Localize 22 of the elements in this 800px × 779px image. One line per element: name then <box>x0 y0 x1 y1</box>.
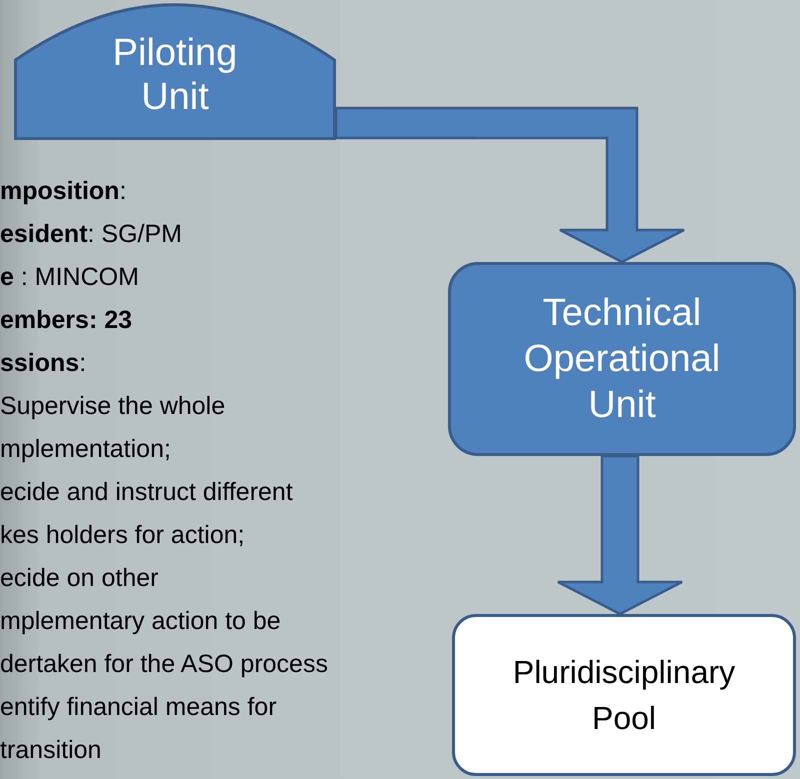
block-arrow <box>334 106 686 264</box>
text-line: entify financial means for <box>0 692 278 723</box>
text-line: mplementary action to be <box>0 606 282 637</box>
process-box <box>452 614 796 776</box>
text-line: mplementation; <box>0 434 172 465</box>
node-label: Pluridisciplinary Pool <box>512 653 736 738</box>
dome-shape <box>14 2 336 140</box>
block-arrow <box>556 454 684 616</box>
text-line: dertaken for the ASO process <box>0 649 328 680</box>
process-box <box>448 262 796 456</box>
text-line: e : MINCOM <box>0 262 140 293</box>
text-line: transition <box>0 735 102 766</box>
text-line: esident: SG/PM <box>0 219 183 250</box>
text-line: ecide on other <box>0 563 160 594</box>
text-line: embers: 23 <box>0 305 134 336</box>
text-line: Supervise the whole <box>0 391 226 422</box>
node-label: Piloting Unit <box>112 31 238 119</box>
node-label: Technical Operational Unit <box>522 291 722 428</box>
text-line: ssions: <box>0 348 88 379</box>
text-line: mposition: <box>0 176 128 207</box>
text-line: kes holders for action; <box>0 520 246 551</box>
text-line: ecide and instruct different <box>0 477 294 508</box>
